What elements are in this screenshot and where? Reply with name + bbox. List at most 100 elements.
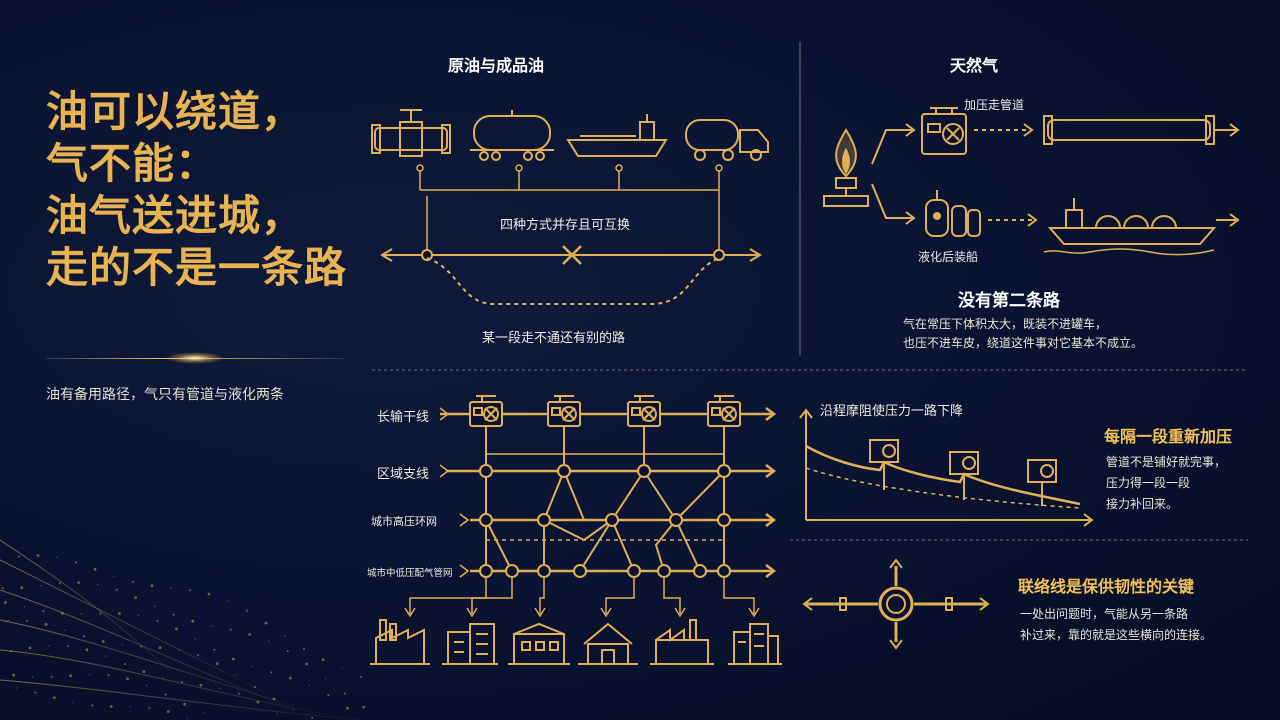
particle-dot — [203, 712, 205, 714]
network-junction-node — [637, 464, 651, 478]
particle-dot — [146, 684, 148, 687]
plant-icon — [650, 619, 714, 665]
gas-pipeline-icon — [1043, 115, 1240, 145]
network-junction-node — [669, 513, 683, 527]
tank-truck-icon — [685, 119, 769, 161]
particle-dot — [9, 650, 12, 653]
particle-dot — [0, 559, 1, 561]
gas-flame-icon — [823, 128, 869, 207]
particle-dot — [12, 673, 16, 677]
pipeline-valve-icon — [371, 109, 451, 157]
particle-dot — [343, 692, 346, 695]
network-junction-node — [693, 564, 707, 578]
consumer-feed-line — [600, 577, 635, 618]
trunk-compressor-icon — [469, 395, 503, 427]
network-junction-node — [573, 564, 587, 578]
consumer-feed-line — [466, 577, 513, 618]
particle-dot — [50, 676, 53, 678]
particle-dot — [64, 629, 66, 631]
particle-dot — [118, 612, 121, 615]
particle-dot — [31, 676, 34, 678]
recompress-body-1: 管道不是铺好就完事， — [1106, 455, 1227, 469]
particle-dot — [186, 717, 188, 719]
consumer-feed-line — [404, 577, 487, 618]
apartment-icon — [508, 622, 570, 665]
lng-carrier-icon — [1043, 198, 1217, 256]
particle-dot — [34, 691, 37, 694]
particle-dot — [137, 614, 139, 617]
particle-dot — [321, 658, 325, 661]
particle-dot — [148, 707, 151, 709]
particle-dot — [308, 684, 310, 686]
particle-dot — [142, 670, 146, 674]
tower-icon — [728, 623, 782, 665]
rail-tank-car-icon — [470, 110, 554, 161]
particle-dot — [89, 674, 91, 676]
particle-dot — [254, 686, 257, 689]
level-city-lp-label: 城市中低压配气管网 — [367, 568, 453, 579]
pressure-chart-title: 沿程摩阻使压力一路下降 — [820, 404, 964, 419]
particle-dot — [172, 613, 175, 616]
particle-dot — [229, 628, 232, 631]
booster-station-icon — [869, 439, 899, 490]
particle-dot — [175, 627, 178, 631]
particle-dot — [58, 582, 61, 585]
particle-dot — [256, 700, 260, 704]
particle-dot — [341, 667, 343, 670]
particle-dot — [305, 662, 309, 666]
particle-dot — [246, 609, 248, 612]
interconnector-body-2: 补过来，靠的就是这些横向的连接。 — [1020, 628, 1213, 642]
particle-dot — [66, 645, 69, 648]
particle-dot — [105, 655, 107, 657]
particle-dot — [162, 677, 164, 679]
particle-dot — [107, 674, 110, 677]
page-title: 油可以绕道， 气不能： 油气送进城， 走的不是一条路 — [46, 86, 366, 294]
interconnector-junction-icon — [802, 558, 990, 650]
consumer-feed-line — [534, 577, 546, 618]
liquefaction-plant-icon — [925, 190, 981, 237]
title-line-3: 油气送进城， — [46, 191, 305, 240]
particle-dot — [311, 716, 314, 719]
particle-dot — [199, 683, 203, 687]
particle-dot — [270, 671, 273, 674]
title-line-4: 走的不是一条路 — [46, 243, 348, 292]
particle-dot — [284, 635, 286, 638]
particle-dot — [268, 640, 270, 642]
tanker-ship-icon — [566, 114, 668, 157]
particle-dot — [248, 633, 252, 636]
particle-dot — [113, 575, 115, 577]
particle-dot — [207, 592, 211, 596]
particle-dot — [26, 619, 29, 622]
interconnector-heading: 联络线是保供韧性的关键 — [1018, 577, 1195, 596]
oil-detour-label: 某一段走不通还有别的路 — [482, 331, 626, 346]
consumer-feed-line — [663, 577, 686, 618]
particle-dot — [77, 581, 81, 584]
particle-dot — [346, 706, 349, 710]
particle-dot — [150, 584, 154, 588]
trunk-compressor-icon — [707, 395, 741, 427]
particle-dot — [164, 693, 167, 696]
page-subtitle: 油有备用路径，气只有管道与液化两条 — [46, 387, 284, 403]
particle-dot — [158, 646, 162, 650]
oil-heading: 原油与成品油 — [448, 56, 545, 75]
particle-dot — [101, 640, 105, 643]
particle-dot — [191, 619, 195, 623]
particle-dot — [237, 692, 240, 695]
particle-dot — [40, 585, 42, 587]
oil-coexist-label: 四种方式并存且可互换 — [500, 218, 631, 233]
network-junction-node — [605, 513, 619, 527]
particle-dot — [42, 610, 45, 612]
particle-dot — [97, 584, 99, 586]
house-icon — [578, 622, 638, 665]
particle-dot — [170, 587, 172, 589]
booster-station-icon-2 — [949, 451, 979, 500]
trunk-compressor-icon — [627, 395, 661, 427]
particle-dot — [360, 675, 362, 678]
level-city-hp-label: 城市高压环网 — [371, 515, 437, 528]
particle-dot — [52, 696, 56, 700]
no-second-route-body-2: 也压不进车皮，绕道这件事对它基本不成立。 — [903, 336, 1144, 350]
network-junction-node — [557, 464, 571, 478]
